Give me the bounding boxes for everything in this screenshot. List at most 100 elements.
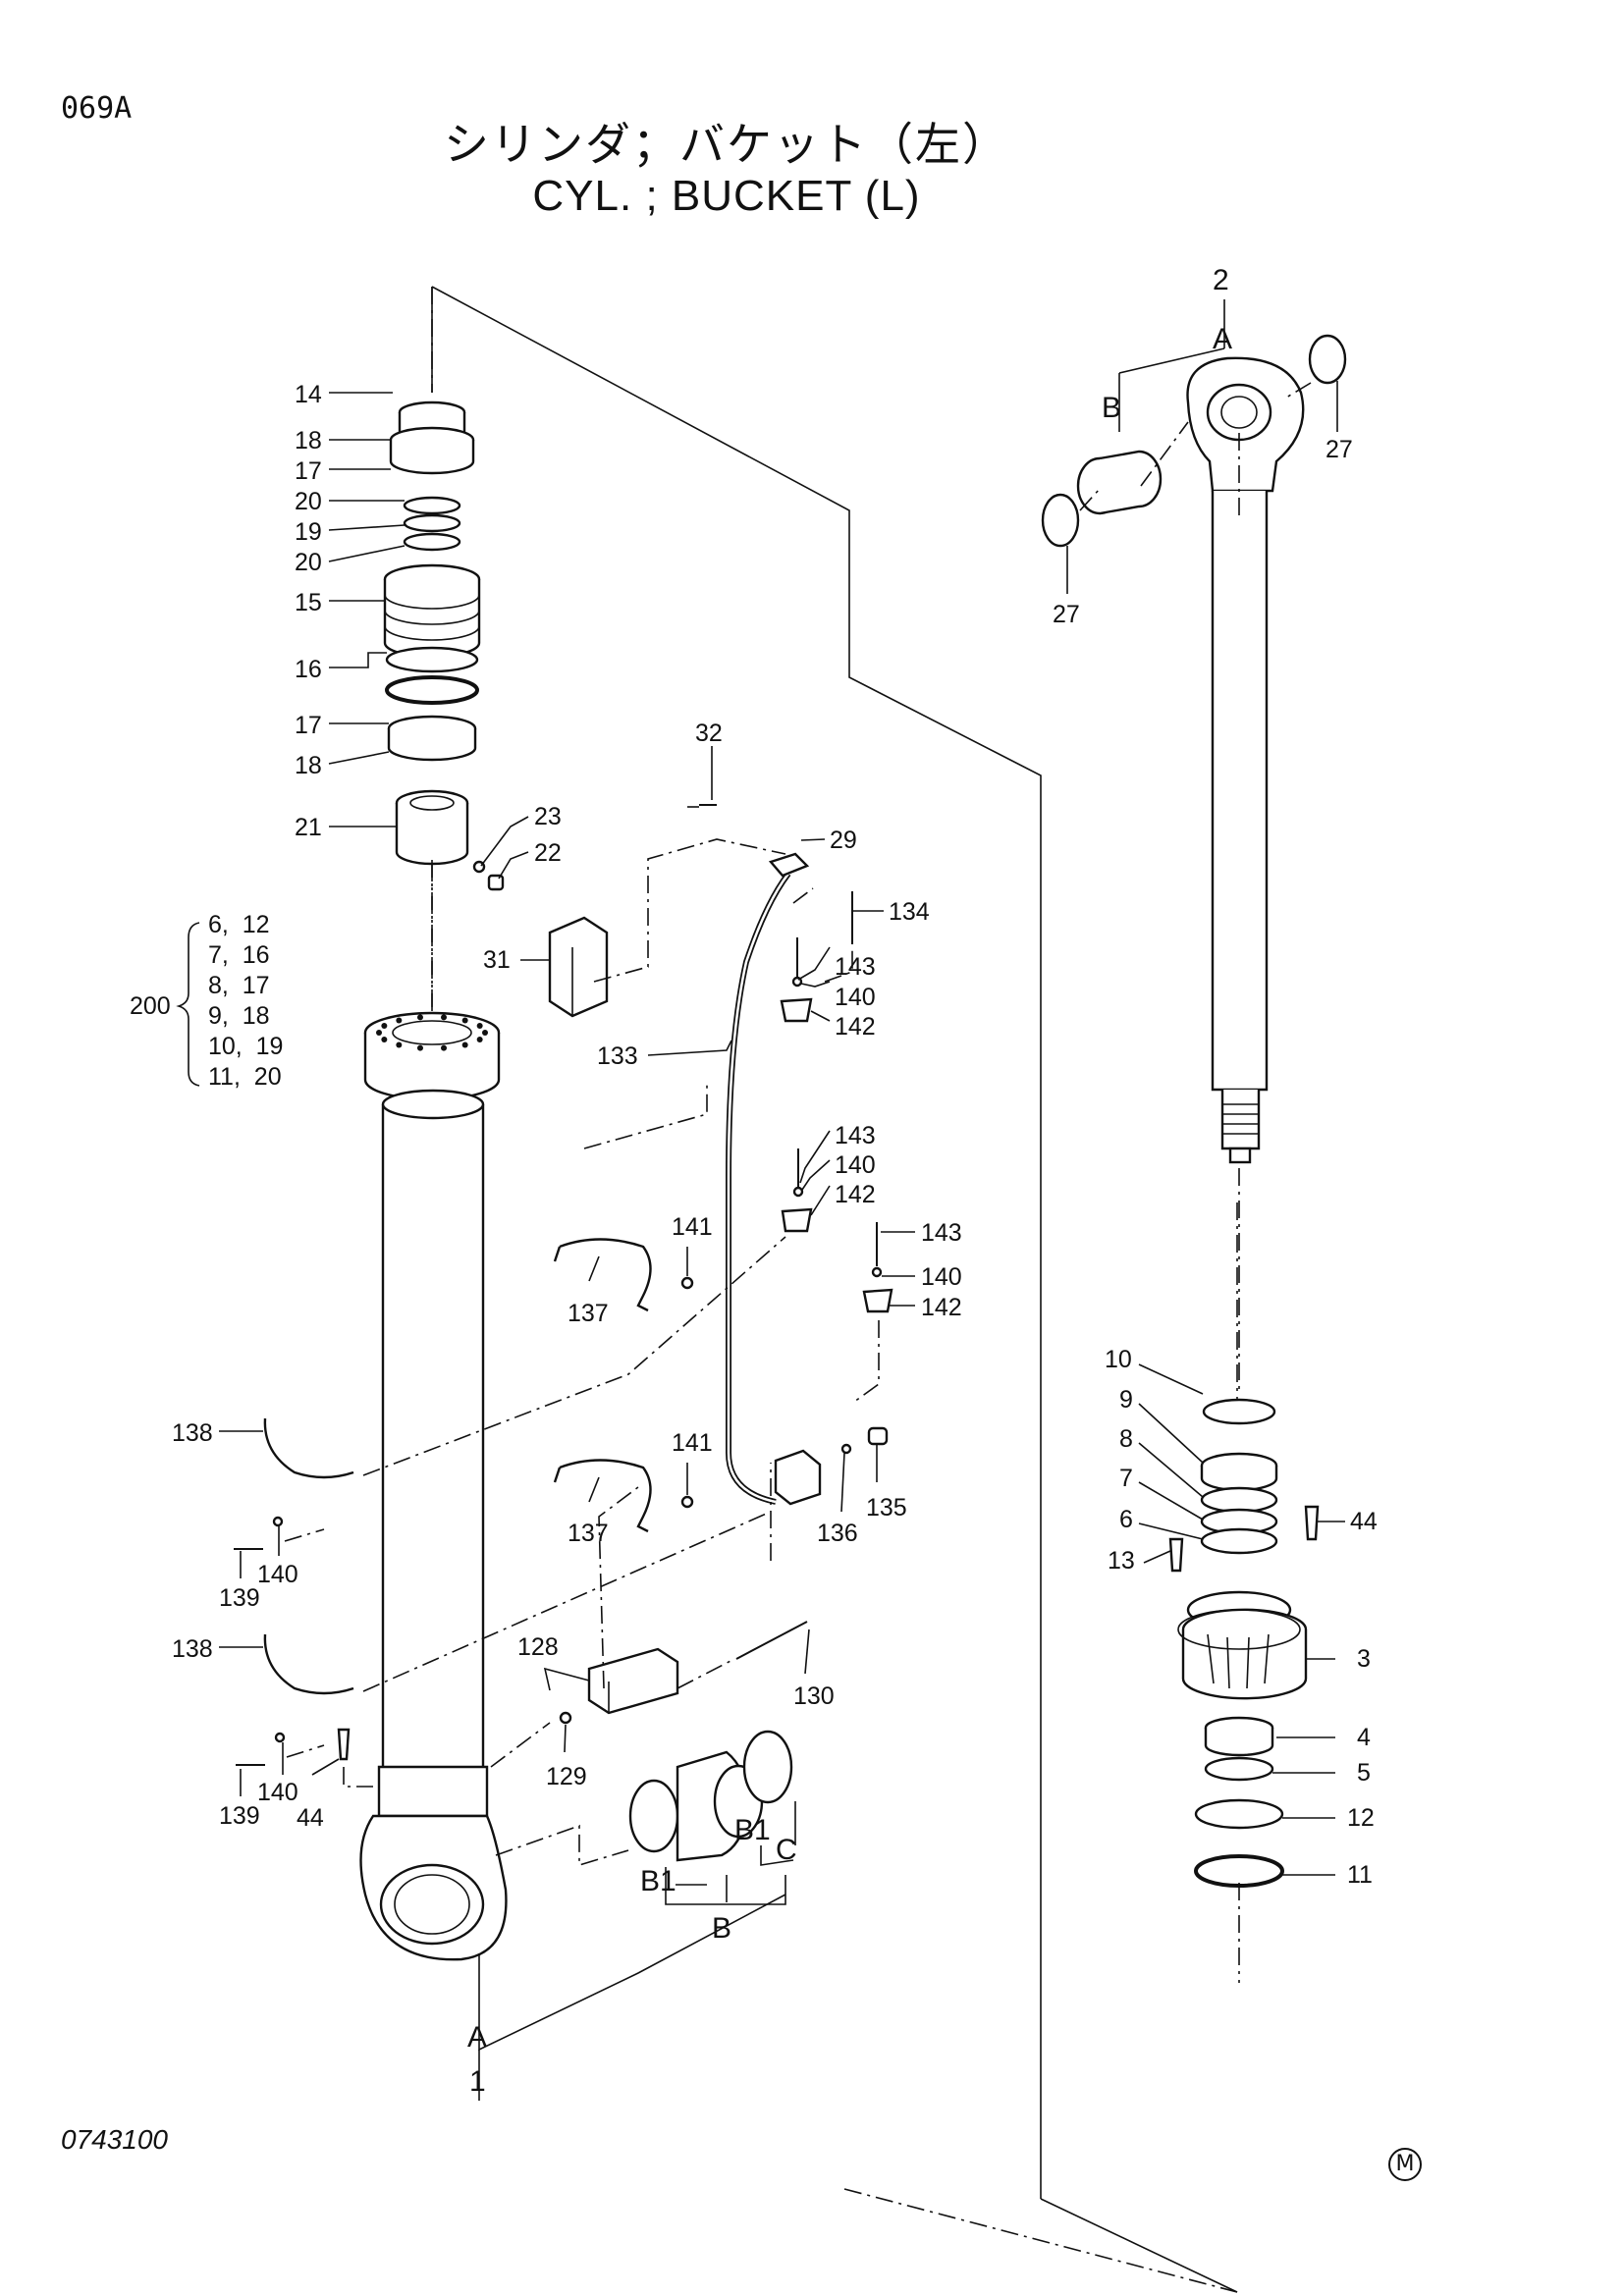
callout-140: 140 [835, 984, 876, 1011]
drawing-number: 0743100 [61, 2124, 169, 2155]
kit-row: 7, 16 [208, 941, 270, 969]
callout-19: 19 [295, 518, 322, 546]
callout-138: 138 [172, 1635, 213, 1663]
callout-139: 139 [219, 1802, 260, 1830]
callout-21: 21 [295, 814, 322, 841]
kit-row: 9, 18 [208, 1002, 270, 1030]
callout-7: 7 [1119, 1465, 1133, 1492]
piston-rod [1041, 334, 1347, 1164]
callout-C: C [776, 1834, 797, 1866]
page-title-english: CYL. ; BUCKET (L) [532, 172, 921, 220]
callout-138: 138 [172, 1419, 213, 1447]
callout-142: 142 [835, 1013, 876, 1041]
flange-bolt-hole [441, 1044, 448, 1051]
flange-bolt-hole [381, 1036, 388, 1042]
callout-A: A [1213, 323, 1232, 355]
callout-labels: 14 18 17 20 19 20 15 16 17 18 21 23 22 3… [172, 264, 1378, 2098]
callout-9: 9 [1119, 1386, 1133, 1414]
callout-142: 142 [921, 1294, 962, 1321]
flange-bolt-hole [441, 1014, 448, 1021]
callout-29: 29 [830, 827, 857, 854]
callout-2: 2 [1213, 264, 1229, 296]
callout-137: 137 [568, 1300, 609, 1327]
callout-16: 16 [295, 656, 322, 683]
callout-6: 6 [1119, 1506, 1133, 1533]
cylinder-tube [359, 1011, 508, 1961]
callout-4: 4 [1357, 1724, 1371, 1751]
kit-row: 10, 19 [208, 1033, 283, 1060]
piping-and-valves [234, 804, 893, 1862]
kit-row: 11, 20 [208, 1063, 282, 1091]
page-code: 069A [61, 91, 133, 126]
flange-bolt-hole [461, 1041, 468, 1048]
callout-5: 5 [1357, 1759, 1371, 1787]
callout-141: 141 [672, 1429, 713, 1457]
flange-bolt-hole [482, 1030, 488, 1036]
callout-B: B [1102, 392, 1121, 424]
flange-bolt-hole [416, 1014, 423, 1021]
kit-row: 6, 12 [208, 911, 270, 938]
callout-143: 143 [835, 1122, 876, 1149]
flange-bolt-hole [381, 1023, 388, 1030]
callout-135: 135 [866, 1494, 907, 1522]
callout-23: 23 [534, 803, 562, 830]
page-title-japanese: シリンダ；バケット（左） [444, 118, 1009, 171]
callout-14: 14 [295, 381, 322, 408]
callout-B: B [712, 1912, 731, 1945]
callout-141: 141 [672, 1213, 713, 1241]
leader-lines [219, 299, 1345, 2101]
piston-assembly [1168, 1398, 1320, 1888]
callout-B1: B1 [640, 1865, 676, 1897]
callout-32: 32 [695, 720, 723, 747]
flange-bolt-hole [476, 1036, 483, 1042]
callout-B1: B1 [734, 1814, 771, 1846]
kit-row: 8, 17 [208, 972, 270, 999]
callout-1: 1 [469, 2065, 486, 2098]
connector-lines [284, 287, 1312, 2293]
callout-31: 31 [483, 946, 511, 974]
callout-140: 140 [921, 1263, 962, 1291]
flange-bolt-hole [461, 1017, 468, 1024]
callout-10: 10 [1105, 1346, 1132, 1373]
callout-20: 20 [295, 488, 322, 515]
flange-bolt-hole [416, 1044, 423, 1051]
manufacturer-mark: M [1388, 2148, 1422, 2181]
callout-27: 27 [1053, 601, 1080, 628]
callout-44: 44 [1350, 1508, 1378, 1535]
flange-bolt-hole [376, 1030, 382, 1036]
gland-part-stack [383, 400, 505, 891]
kit-number: 200 [130, 992, 171, 1020]
callout-20: 20 [295, 549, 322, 576]
callout-12: 12 [1347, 1804, 1375, 1832]
callout-143: 143 [835, 953, 876, 981]
flange-bolt-hole [396, 1017, 403, 1024]
frame-lines [431, 286, 1238, 2293]
kit-200-table: 200 6, 12 7, 16 8, 17 9, 18 10, 19 11, 2… [130, 911, 283, 1091]
callout-129: 129 [546, 1763, 587, 1790]
flange-bolt-hole [396, 1041, 403, 1048]
callout-140: 140 [835, 1151, 876, 1179]
callout-142: 142 [835, 1181, 876, 1208]
callout-A: A [467, 2021, 487, 2054]
callout-17: 17 [295, 457, 322, 485]
callout-18: 18 [295, 752, 322, 779]
callout-27: 27 [1325, 436, 1353, 463]
callout-134: 134 [889, 898, 930, 926]
callout-140: 140 [257, 1779, 298, 1806]
callout-130: 130 [793, 1682, 835, 1710]
callout-143: 143 [921, 1219, 962, 1247]
callout-128: 128 [517, 1633, 559, 1661]
callout-44: 44 [297, 1804, 324, 1832]
callout-13: 13 [1108, 1547, 1135, 1575]
callout-139: 139 [219, 1584, 260, 1612]
callout-15: 15 [295, 589, 322, 616]
callout-3: 3 [1357, 1645, 1371, 1673]
callout-133: 133 [597, 1042, 638, 1070]
flange-bolt-hole [476, 1023, 483, 1030]
callout-11: 11 [1347, 1861, 1373, 1889]
callout-22: 22 [534, 839, 562, 867]
callout-17: 17 [295, 712, 322, 739]
callout-140: 140 [257, 1561, 298, 1588]
callout-8: 8 [1119, 1425, 1133, 1453]
